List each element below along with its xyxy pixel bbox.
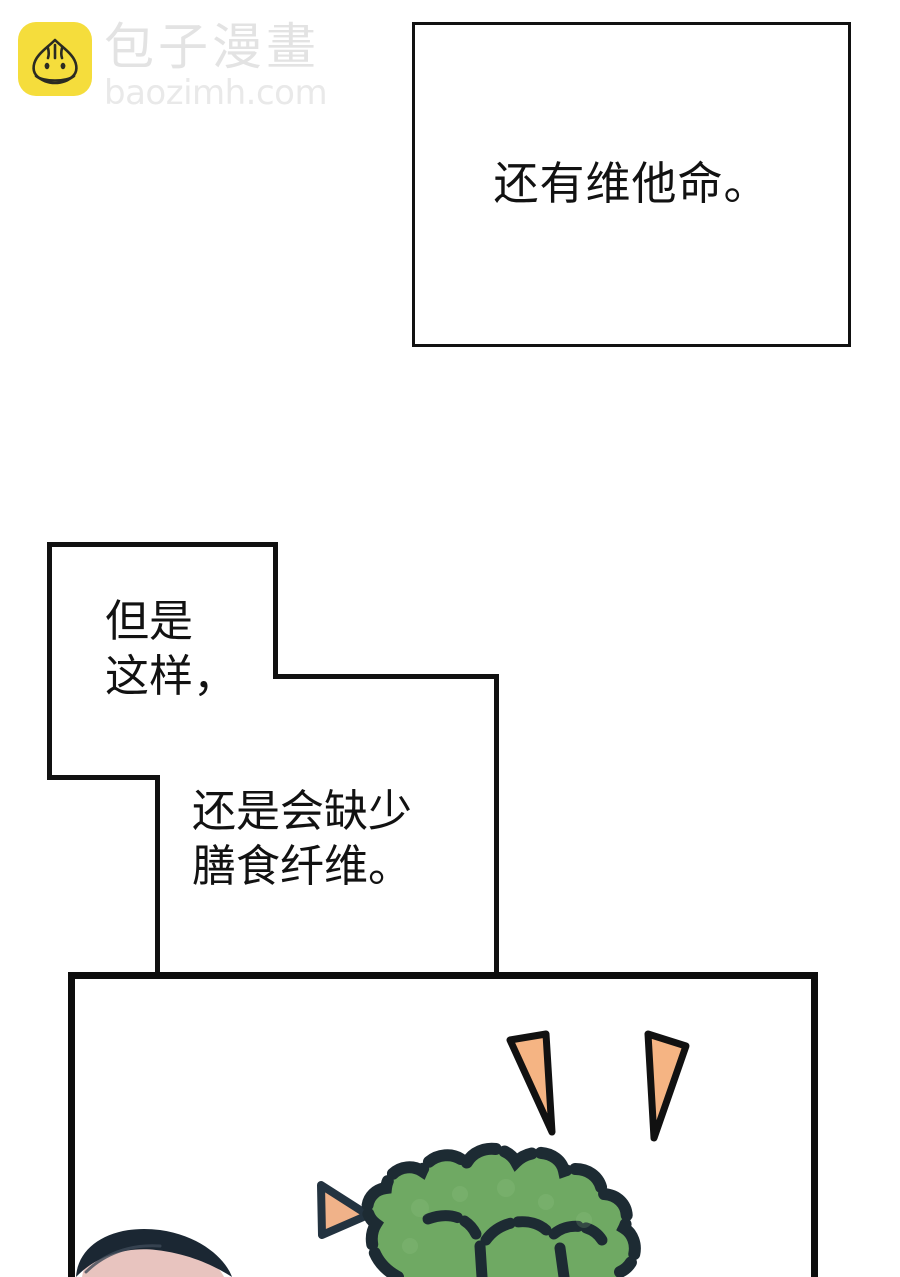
speech-bubble-panel-1: 还有维他命。 [412, 22, 851, 347]
art-panel-contents [75, 979, 811, 1277]
broccoli-texture [402, 1179, 592, 1254]
baozi-bun-logo-icon [18, 22, 92, 96]
watermark-en-label: baozimh.com [104, 73, 328, 113]
bubble-2-text-upper: 但是 这样， [105, 596, 237, 702]
bubble-1-text: 还有维他命。 [493, 157, 770, 211]
art-panel-3 [68, 972, 818, 1277]
broccoli-vegetable [361, 1142, 641, 1277]
site-watermark: 包子漫畫 baozimh.com [18, 18, 328, 113]
orange-triangle-left-icon [506, 1030, 556, 1136]
watermark-cn-label: 包子漫畫 [104, 18, 320, 76]
speech-bubble-panel-2: 但是 这样， 还是会缺少 膳食纤维。 [47, 542, 499, 1018]
orange-triangle-right-icon [644, 1030, 690, 1142]
bubble-2-text-lower: 还是会缺少 膳食纤维。 [192, 786, 412, 892]
character-head [76, 1228, 232, 1277]
orange-triangle-small-icon [317, 1181, 372, 1239]
watermark-text: 包子漫畫 baozimh.com [104, 18, 328, 113]
